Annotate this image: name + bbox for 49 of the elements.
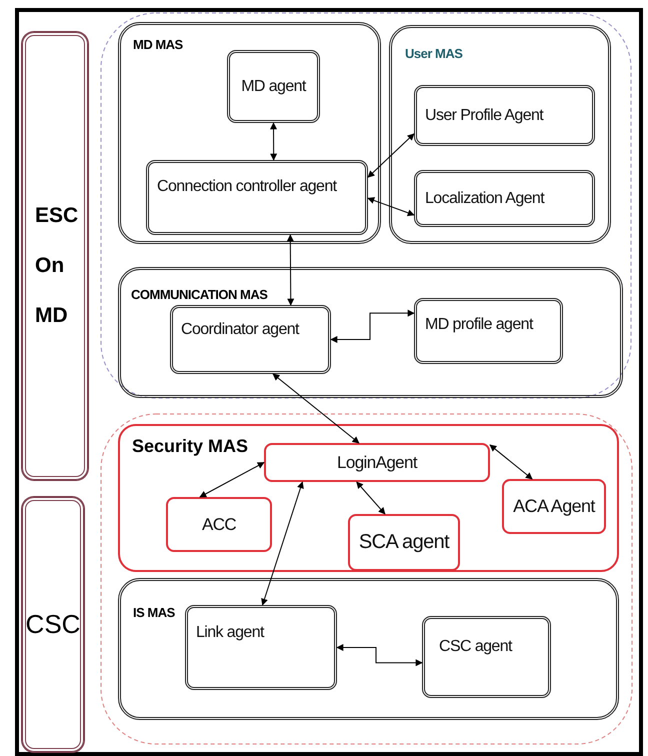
agent-box <box>422 616 551 698</box>
double-arrow <box>270 122 278 161</box>
agent-box <box>414 298 563 364</box>
agent-label: LoginAgent <box>336 452 418 472</box>
agent-label: MD profile agent <box>425 316 534 334</box>
agent-box <box>227 50 320 123</box>
mas-container <box>118 22 381 244</box>
agent-label: CSC agent <box>439 638 514 656</box>
agent-box <box>414 85 595 146</box>
agent-box <box>170 305 331 374</box>
double-arrow <box>286 234 294 306</box>
mas-container <box>118 424 619 572</box>
agent-box <box>348 514 460 571</box>
agent-box <box>502 479 606 534</box>
agent-label: ACC <box>202 514 236 534</box>
agent-label: SCA agent <box>358 531 450 554</box>
agent-label: Localization Agent <box>425 190 546 208</box>
side-band <box>22 32 88 480</box>
double-arrow <box>261 481 304 606</box>
double-arrow <box>356 481 386 515</box>
double-arrow <box>330 310 415 343</box>
mas-container <box>389 25 611 244</box>
double-arrow <box>489 444 533 480</box>
group-title: User MAS <box>405 46 462 61</box>
agent-box <box>264 443 490 482</box>
group-title: COMMUNICATION MAS <box>131 287 268 302</box>
group-title: IS MAS <box>133 605 175 620</box>
side-band <box>22 497 84 752</box>
agent-box <box>414 170 595 227</box>
double-arrow <box>336 644 423 666</box>
group-title: Security MAS <box>132 436 248 457</box>
double-arrow <box>367 197 415 216</box>
agent-label: ACA Agent <box>513 496 595 517</box>
group-title: MD MAS <box>133 37 183 52</box>
band-label: CSC <box>26 609 80 640</box>
band-label: ESC On MD <box>35 203 75 329</box>
double-arrow <box>272 374 360 444</box>
agent-box <box>146 160 368 235</box>
agent-box <box>166 497 272 552</box>
agent-box <box>185 605 337 690</box>
agent-label: Connection controller agent <box>157 178 338 196</box>
agent-label: MD agent <box>241 78 306 96</box>
mas-container <box>118 578 619 720</box>
agent-label: User Profile Agent <box>425 106 545 124</box>
mas-container <box>118 267 623 398</box>
agent-label: Coordinator agent <box>181 320 300 338</box>
double-arrow <box>199 462 265 498</box>
agent-label: Link agent <box>196 624 266 642</box>
double-arrow <box>368 133 414 178</box>
